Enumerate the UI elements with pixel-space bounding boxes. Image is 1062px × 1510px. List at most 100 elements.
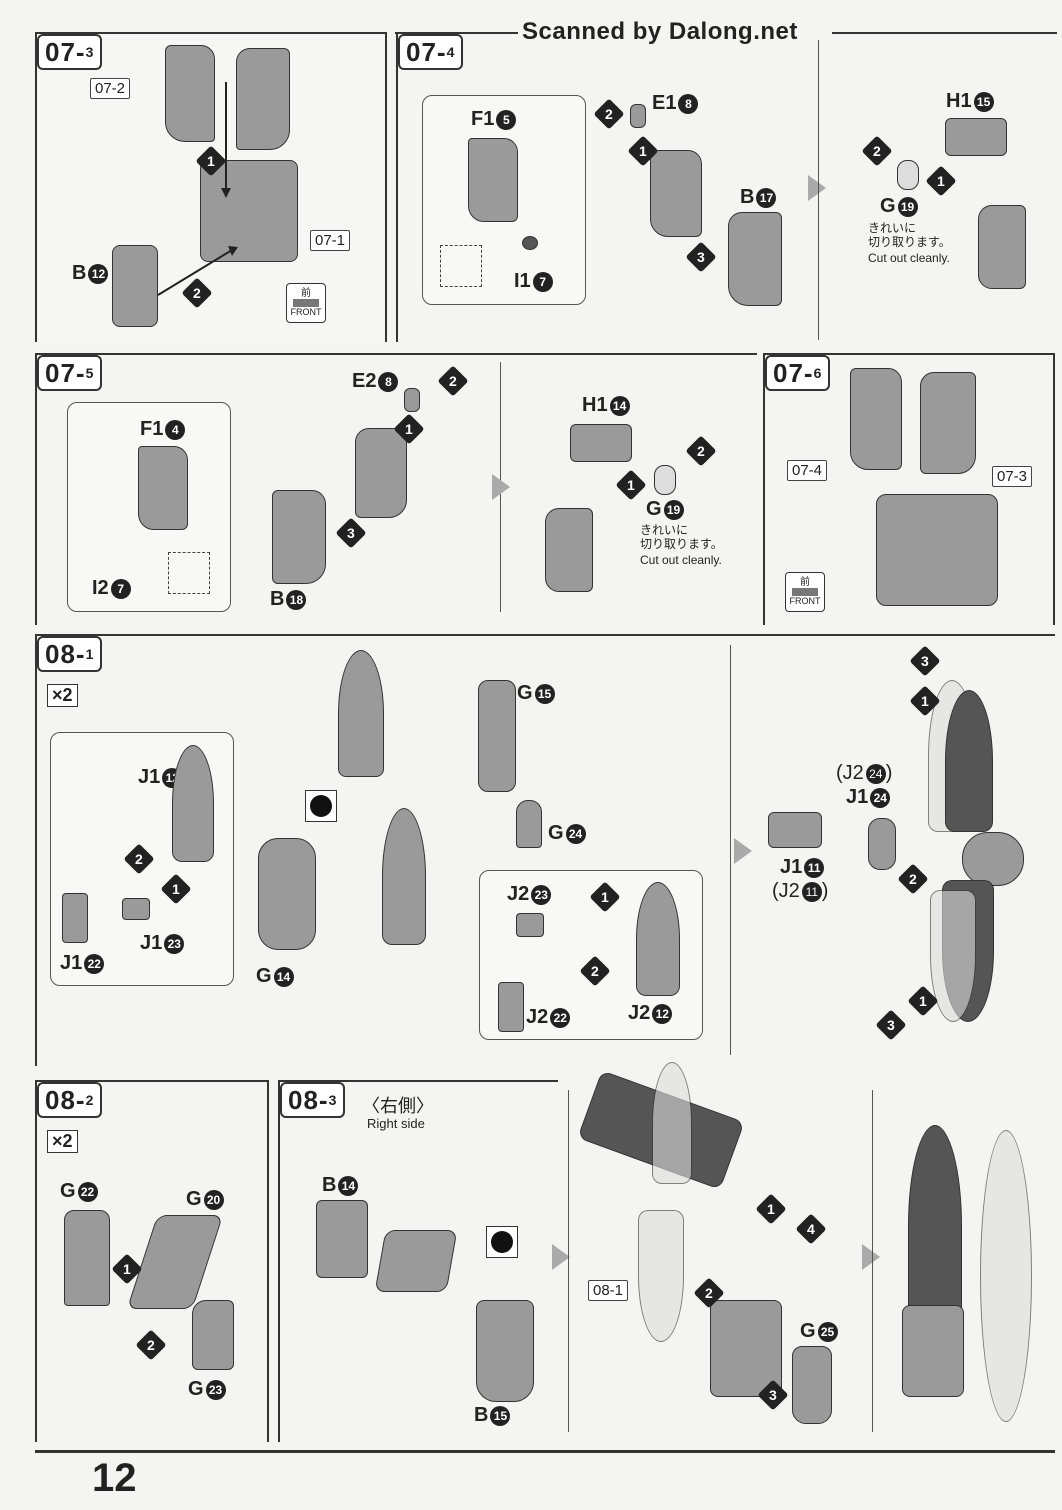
ref-07-4: 07-4 [787, 460, 828, 481]
cut-note-jp: きれいに 切り取ります。 [640, 523, 723, 551]
step-07-5-tag: 07-5 [37, 355, 103, 391]
next-arrow [552, 1244, 570, 1270]
part-j1-23-piece [122, 898, 150, 920]
shoulder-right-piece [236, 48, 290, 150]
shoulder-left-assembly [850, 368, 902, 470]
part-j2-12-piece [636, 882, 680, 996]
wing-ghost-lower [638, 1210, 684, 1342]
torso-core-piece [200, 160, 298, 262]
footer-rule [35, 1450, 1055, 1453]
color-marker-black [305, 790, 337, 822]
header-rule-right [832, 32, 1057, 34]
cut-detail-box [168, 552, 210, 594]
cut-note-en: Cut out cleanly. [868, 251, 950, 265]
rule-08-3 [278, 1080, 558, 1082]
divider-08-1 [730, 645, 731, 1055]
part-h1-piece [570, 424, 632, 462]
part-h1-piece [945, 118, 1007, 156]
cut-note-jp: きれいに 切り取ります。 [868, 221, 951, 249]
part-b18-piece [272, 490, 326, 584]
wing-ghost [652, 1062, 692, 1184]
next-arrow [492, 474, 510, 500]
side-label-jp: 〈右側〉 [362, 1096, 434, 1116]
border-08-2-left [35, 1080, 37, 1442]
part-f1-piece [138, 446, 188, 530]
part-g14-piece [258, 838, 316, 950]
step-08-3-tag: 08-3 [280, 1082, 346, 1118]
border-08-3-left [278, 1080, 280, 1442]
rule-07-4 [398, 32, 518, 34]
ref-07-2: 07-2 [90, 78, 131, 99]
part-j1-24-piece [868, 818, 896, 870]
rule-row-2 [35, 353, 757, 355]
next-arrow [734, 838, 752, 864]
part-g19-piece [654, 465, 676, 495]
part-g25-piece [792, 1346, 832, 1424]
part-b15-piece [476, 1300, 534, 1402]
watermark: Scanned by Dalong.net [522, 18, 798, 45]
part-i1-piece [522, 236, 538, 250]
ref-07-1: 07-1 [310, 230, 351, 251]
part-j2-22-piece [498, 982, 524, 1032]
rule-08-2 [35, 1080, 267, 1082]
step-07-3-tag: 07-3 [37, 34, 103, 70]
color-marker-black [486, 1226, 518, 1258]
shoulder-guard-piece-07-4 [650, 150, 702, 237]
part-g15-piece [478, 680, 516, 792]
cut-note-en: Cut out cleanly. [640, 553, 722, 567]
hip-joint-piece [374, 1230, 458, 1292]
wing-hub [962, 832, 1024, 886]
wing-upper [945, 690, 993, 832]
part-j1-12-piece [172, 745, 214, 862]
ref-07-3: 07-3 [992, 466, 1033, 487]
divider-08-3 [568, 1090, 569, 1432]
part-f1-piece [468, 138, 518, 222]
divider-08-3-b [872, 1090, 873, 1432]
step-07-6-tag: 07-6 [765, 355, 831, 391]
shoulder-left-piece [165, 45, 215, 142]
shoulder-right-assembly [920, 372, 976, 474]
part-j1-22-piece [62, 893, 88, 943]
shoulder-assembly-piece [545, 508, 593, 592]
final-wing-dark [908, 1125, 962, 1327]
next-arrow [862, 1244, 880, 1270]
part-e1-piece [630, 104, 646, 128]
border-07-4-left [396, 32, 398, 342]
ref-08-1: 08-1 [588, 1280, 629, 1301]
part-e2-piece [404, 388, 420, 412]
part-b17-piece [728, 212, 782, 306]
part-j1-11-piece [768, 812, 822, 848]
border-07-6 [763, 353, 1055, 625]
part-g19-piece [897, 160, 919, 190]
fin-part-top [338, 650, 384, 777]
rule-row-3 [35, 634, 1055, 636]
side-label-en: Right side [367, 1116, 425, 1131]
part-g22-piece [64, 1210, 110, 1306]
